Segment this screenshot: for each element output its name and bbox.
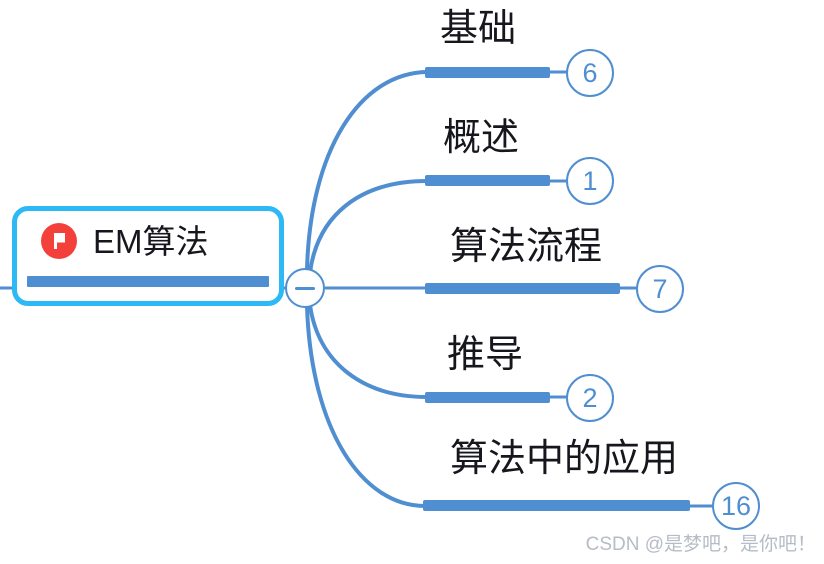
branch-badge[interactable]: 16: [712, 482, 760, 530]
collapse-toggle-button[interactable]: [285, 268, 325, 308]
branch-bar: [425, 392, 550, 403]
branch-badge[interactable]: 6: [566, 49, 614, 97]
branch-bar: [423, 500, 690, 511]
branch-bar: [425, 175, 550, 186]
branch-label: 推导: [447, 334, 524, 376]
branch-bar: [425, 283, 620, 294]
branch-label: 概述: [443, 117, 520, 159]
flag-icon: [41, 223, 77, 259]
branch-badge[interactable]: 2: [566, 374, 614, 422]
branch-bar: [425, 67, 550, 78]
branch-label: 基础: [440, 8, 517, 50]
root-node[interactable]: EM算法: [12, 206, 284, 306]
branch-badge[interactable]: 7: [636, 265, 684, 313]
minus-icon: [295, 286, 315, 290]
watermark-text: CSDN @是梦吧，是你吧！: [585, 534, 816, 555]
root-node-underline: [27, 276, 269, 287]
branch-badge[interactable]: 1: [566, 157, 614, 205]
root-node-label: EM算法: [93, 222, 209, 260]
branch-label: 算法流程: [450, 226, 603, 268]
branch-label: 算法中的应用: [450, 438, 679, 480]
root-node-content: EM算法: [17, 223, 209, 259]
